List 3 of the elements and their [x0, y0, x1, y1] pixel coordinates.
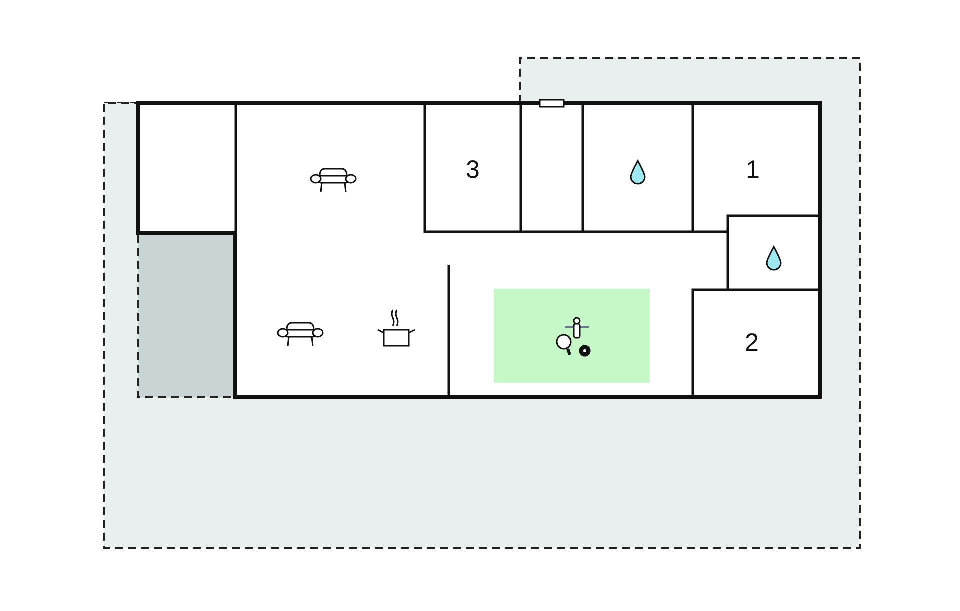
- room-number: 1: [746, 156, 760, 184]
- room-number: 3: [466, 156, 480, 184]
- room-number: 2: [745, 329, 759, 357]
